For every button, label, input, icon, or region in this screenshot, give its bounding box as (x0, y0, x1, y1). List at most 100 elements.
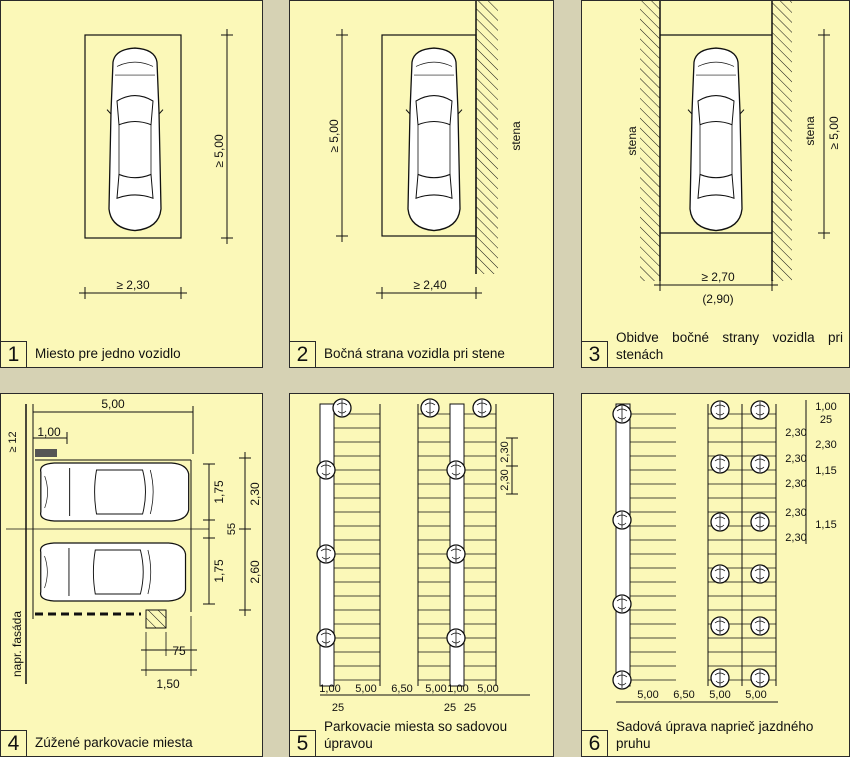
panel-number: 5 (290, 730, 316, 756)
length-dimension-label: ≥ 5,00 (327, 119, 341, 153)
panel-caption: Sadová úprava naprieč jazdného pruhu (616, 719, 814, 751)
tree-icon (472, 398, 492, 418)
width-dimension-label: ≥ 2,40 (413, 278, 447, 292)
offset-dimension-label: 1,00 (37, 425, 61, 439)
bottom-dim-6: 5,00 (477, 683, 498, 695)
parking-stalls (630, 404, 777, 686)
right-dim-4: 2,30 (815, 439, 836, 451)
panel-caption: Bočná strana vozidla pri stene (324, 346, 505, 361)
right-dim-1: 1,00 (815, 401, 836, 413)
bottom-dim-4: 5,00 (425, 683, 446, 695)
bottom-sub-dim-1: 25 (332, 702, 344, 714)
bottom-dim-2: 6,50 (673, 689, 694, 701)
tree-icon (446, 544, 466, 564)
tree-icon (710, 400, 730, 420)
right-dim-9: 1,15 (815, 519, 836, 531)
diagram-spaces-with-landscaping: 2,30 2,30 1,00 5,00 6,50 5,00 1,00 5,00 … (316, 398, 530, 714)
car-lower (39, 542, 187, 602)
mid-gap-label: 55 (226, 523, 238, 535)
stall-width-label-1: 2,30 (499, 441, 511, 462)
width-alt-dimension-label: (2,90) (702, 292, 733, 306)
bottom-sub-dim-3: 25 (464, 702, 476, 714)
tree-icon (750, 616, 770, 636)
tree-icon (316, 544, 336, 564)
left-wall-label: stena (625, 126, 639, 156)
car1-total-label: 2,30 (248, 482, 262, 506)
panel-narrowed-spaces: napr. fasáda 5,00 1,00 ≥ 12 1,75 55 1,75… (0, 393, 263, 757)
pillar (145, 609, 167, 629)
bollard (35, 449, 57, 457)
pillar-total-label: 1,50 (156, 677, 180, 691)
tree-icon (612, 404, 632, 424)
parking-space-outline (84, 34, 182, 239)
planting-strip (615, 403, 631, 687)
right-dim-8: 2,30 (785, 507, 806, 519)
tree-icon (710, 454, 730, 474)
right-dim-10: 2,30 (785, 532, 806, 544)
panel-landscaping-across-lane: 1,00 25 2,30 2,30 2,30 1,15 2,30 2,30 1,… (581, 393, 850, 757)
car2-length-label: 1,75 (212, 559, 226, 583)
diagram-landscaping-across-lane: 1,00 25 2,30 2,30 2,30 1,15 2,30 2,30 1,… (612, 400, 837, 703)
planting-strips (319, 403, 465, 687)
width-dimension-label: ≥ 2,30 (116, 278, 150, 292)
panel-number: 3 (582, 341, 608, 367)
parking-stalls (334, 404, 497, 686)
bottom-dim-3: 5,00 (709, 689, 730, 701)
tree-icon (316, 460, 336, 480)
tree-icon (612, 594, 632, 614)
parking-space-outline (381, 34, 477, 237)
tree-icon (612, 670, 632, 690)
car (106, 47, 164, 232)
right-dim-2: 25 (820, 414, 832, 426)
panel-single-parking-space: ≥ 5,00 ≥ 2,30 1 Miesto pre jedno vozidlo (0, 0, 263, 368)
tree-icon (710, 668, 730, 688)
width-dimension-label: ≥ 2,70 (701, 270, 735, 284)
right-wall-hatch (772, 1, 792, 281)
left-wall-hatch (640, 1, 660, 281)
tree-icon (750, 454, 770, 474)
bottom-dim-3: 6,50 (391, 683, 412, 695)
panel-side-at-wall: ≥ 5,00 stena ≥ 2,40 2 Bočná strana vozid… (289, 0, 554, 368)
panel-spaces-with-landscaping: 2,30 2,30 1,00 5,00 6,50 5,00 1,00 5,00 … (289, 393, 554, 757)
wall-label: stena (509, 121, 523, 151)
diagram-narrowed-spaces: napr. fasáda 5,00 1,00 ≥ 12 1,75 55 1,75… (6, 397, 262, 691)
tree-icon (316, 628, 336, 648)
tree-icon (710, 564, 730, 584)
panel-number: 1 (1, 341, 27, 367)
top-dimension-label: 5,00 (101, 397, 125, 411)
length-dimension-label: ≥ 5,00 (827, 116, 841, 150)
panel-caption: Obidve bočné strany vozidla pri stenách (616, 330, 843, 362)
trees (612, 400, 770, 690)
wall-hatch (476, 1, 498, 274)
panel-caption: Miesto pre jedno vozidlo (35, 346, 181, 361)
car-upper (39, 462, 190, 522)
tree-icon (710, 512, 730, 532)
bottom-dim-5: 1,00 (447, 683, 468, 695)
panel-both-sides-at-walls: stena stena ≥ 5,00 ≥ 2,70 (2,90) 3 Obidv… (581, 0, 850, 368)
tree-icon (750, 564, 770, 584)
diagram-both-sides-at-walls: stena stena ≥ 5,00 ≥ 2,70 (2,90) (625, 1, 841, 306)
tree-icon (750, 400, 770, 420)
length-dimension-label: ≥ 5,00 (212, 134, 226, 168)
right-dim-3: 2,30 (785, 427, 806, 439)
car1-length-label: 1,75 (212, 480, 226, 504)
bottom-sub-dim-2: 25 (444, 702, 456, 714)
car (405, 47, 463, 232)
stall-width-label-2: 2,30 (499, 469, 511, 490)
tree-icon (710, 616, 730, 636)
diagram-side-at-wall: ≥ 5,00 stena ≥ 2,40 (327, 1, 523, 299)
diagram-single-space: ≥ 5,00 ≥ 2,30 (79, 29, 233, 299)
tree-icon (446, 628, 466, 648)
panel-number: 6 (582, 730, 608, 756)
tree-icon (750, 668, 770, 688)
bottom-dim-2: 5,00 (355, 683, 376, 695)
bottom-dim-4: 5,00 (745, 689, 766, 701)
right-wall-label: stena (803, 116, 817, 146)
panel-number: 4 (1, 730, 27, 756)
tree-icon (612, 510, 632, 530)
tree-icon (332, 398, 352, 418)
bottom-dim-1: 1,00 (319, 683, 340, 695)
panel-number: 2 (290, 341, 316, 367)
tree-icon (446, 460, 466, 480)
right-dim-6: 1,15 (815, 465, 836, 477)
